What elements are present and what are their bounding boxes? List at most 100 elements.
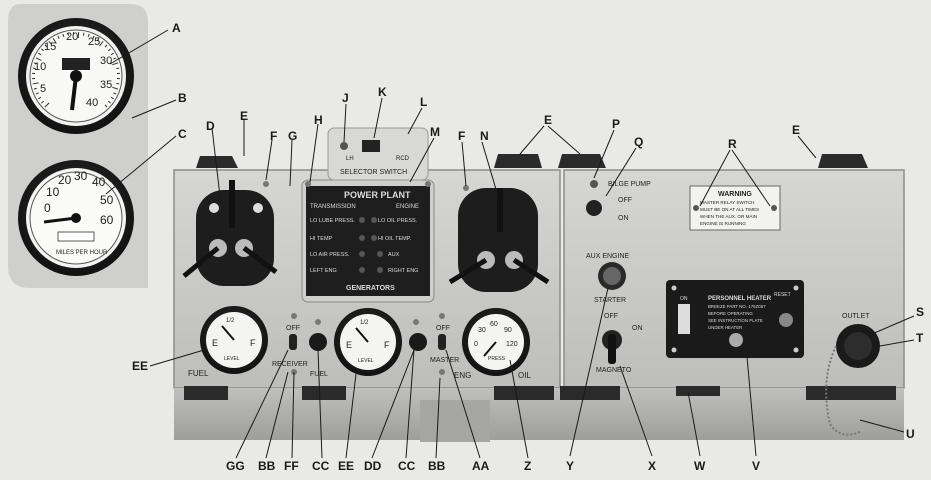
fuel-pump-jewel-light xyxy=(409,333,427,351)
tach-tick xyxy=(67,32,70,36)
tach-number: 15 xyxy=(44,41,56,53)
oil-num: 30 xyxy=(478,327,486,334)
magneto-switch[interactable]: OFF ON MAGNETO xyxy=(596,313,643,374)
callout-y: Y xyxy=(566,459,574,473)
receiver-switch[interactable]: OFF RECEIVER xyxy=(272,325,308,368)
callout-p: P xyxy=(612,117,620,131)
tach-tick xyxy=(44,102,50,108)
power-plant-title: POWER PLANT xyxy=(344,190,411,200)
gauge-e: E xyxy=(346,340,352,350)
tach-tick xyxy=(110,96,114,100)
warning-row-left: LO AIR PRESS. xyxy=(310,252,350,258)
speedo-number: 40 xyxy=(92,175,106,189)
odometer xyxy=(57,231,95,242)
callout-b: B xyxy=(178,91,187,105)
power-outlet[interactable]: OUTLET xyxy=(825,313,880,436)
generators-label: GENERATORS xyxy=(346,285,395,292)
callout-bb-1: BB xyxy=(258,459,276,473)
warning-line: MUST BE ON AT ALL TIMES xyxy=(700,207,759,212)
callout-ee-2: EE xyxy=(338,459,354,473)
selector-switch[interactable]: LH RCD SELECTOR SWITCH xyxy=(327,127,429,181)
tach-number: 5 xyxy=(40,83,46,95)
tach-tick xyxy=(35,92,39,95)
warning-title: WARNING xyxy=(718,191,752,198)
tach-tick xyxy=(107,100,111,104)
tach-tick xyxy=(57,35,60,39)
eng-label: ENG xyxy=(454,371,471,380)
tach-tick xyxy=(33,62,38,65)
mounting-feet xyxy=(184,386,896,400)
warning-row-right: LO OIL PRESS. xyxy=(378,218,418,224)
heater-line: BEFORE OPERATING xyxy=(708,311,753,316)
gauge-level: LEVEL xyxy=(358,358,374,364)
fuel-gauge-middle: E F 1/2 LEVEL xyxy=(334,308,402,376)
oil-num: 0 xyxy=(474,341,478,348)
callout-v: V xyxy=(752,459,760,473)
tach-tick xyxy=(32,67,36,70)
transmission-label: TRANSMISSION xyxy=(310,204,356,210)
bilge-pump-label: BILGE PUMP xyxy=(608,181,651,188)
tach-tick xyxy=(92,35,95,39)
oil-num: 60 xyxy=(490,321,498,328)
tach-tick xyxy=(52,38,57,44)
tach-tick xyxy=(38,52,42,56)
speedo-number: 0 xyxy=(44,201,51,215)
tach-tick xyxy=(112,62,119,66)
callout-h: H xyxy=(314,113,323,127)
selector-title: SELECTOR SWITCH xyxy=(340,169,407,176)
callout-gg: GG xyxy=(226,459,245,473)
warning-row-left: LO LUBE PRESS. xyxy=(310,218,355,224)
speedo-number: 30 xyxy=(74,169,88,183)
gauge-f: F xyxy=(384,340,390,350)
selector-left-label: LH xyxy=(346,156,354,162)
warning-lamps xyxy=(359,217,383,273)
callout-k: K xyxy=(378,85,387,99)
callout-e-3: E xyxy=(792,123,800,137)
callout-u: U xyxy=(906,427,915,441)
heater-line: SEE INSTRUCTION PLATE xyxy=(708,318,763,323)
callout-leaders xyxy=(105,29,915,459)
tach-number: 30 xyxy=(100,55,112,67)
callout-z: Z xyxy=(524,459,531,473)
second-drive-switch[interactable] xyxy=(448,188,550,292)
tachometer: 5 10 15 20 25 30 35 40 xyxy=(18,18,134,134)
warning-row-left: LEFT ENG xyxy=(310,268,337,274)
tach-number: 25 xyxy=(88,36,100,48)
aux-engine-starter-button[interactable]: AUX ENGINE STARTER xyxy=(586,253,630,304)
starter-label: STARTER xyxy=(594,297,626,304)
selector-right-label: RCD xyxy=(396,156,410,162)
gauge-half: 1/2 xyxy=(226,318,235,324)
master-label: MASTER xyxy=(430,357,459,364)
receiver-label: RECEIVER xyxy=(272,361,308,368)
tach-tick xyxy=(41,48,45,52)
magneto-label: MAGNETO xyxy=(596,367,632,374)
tach-tick xyxy=(38,96,42,100)
callout-m: M xyxy=(430,125,440,139)
warning-plate: WARNING MASTER RELAY SWITCH MUST BE ON A… xyxy=(689,185,781,231)
callout-c: C xyxy=(178,127,187,141)
personnel-heater-control[interactable]: PERSONNEL HEATER BREEZE PART NO. 175Z057… xyxy=(666,280,804,358)
heater-title: PERSONNEL HEATER xyxy=(708,296,772,302)
speedometer: 0 10 20 30 40 50 60 MILES PER HOUR xyxy=(18,160,134,276)
warning-line: ENGINE IS RUNNING xyxy=(700,221,746,226)
tach-tick xyxy=(99,41,104,47)
tach-tick xyxy=(116,82,120,85)
tach-number: 10 xyxy=(34,61,46,73)
bilge-on-label: ON xyxy=(618,215,629,222)
master-off-label: OFF xyxy=(436,325,450,332)
callout-f-1: F xyxy=(270,129,277,143)
master-switch[interactable]: OFF MASTER xyxy=(430,325,459,364)
tach-tick xyxy=(112,86,119,90)
tach-tick xyxy=(107,48,111,52)
oil-label-panel: OIL xyxy=(518,371,531,380)
outlet-label: OUTLET xyxy=(842,313,870,320)
bilge-pump-switch[interactable]: BILGE PUMP OFF ON xyxy=(586,180,651,222)
magneto-off-label: OFF xyxy=(604,313,618,320)
master-drive-switch[interactable] xyxy=(182,180,278,286)
tach-number: 40 xyxy=(86,97,98,109)
warning-row-right: RIGHT ENG xyxy=(388,268,418,274)
base-bracket xyxy=(420,400,490,442)
aux-engine-label: AUX ENGINE xyxy=(586,253,630,260)
callout-q: Q xyxy=(634,135,643,149)
